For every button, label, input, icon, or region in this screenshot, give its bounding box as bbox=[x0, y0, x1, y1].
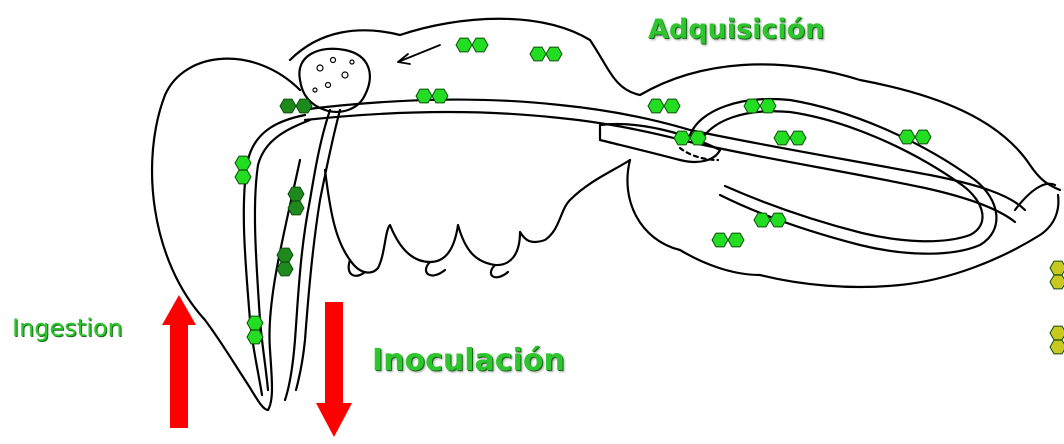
virus-particle bbox=[648, 99, 680, 113]
virus-particle bbox=[1050, 261, 1064, 289]
virus-particle bbox=[754, 213, 786, 227]
virus-particle bbox=[277, 248, 293, 276]
abdomen-outline-bottom bbox=[627, 160, 1058, 287]
inoculation-label: Inoculación bbox=[372, 343, 565, 378]
virus-particle bbox=[1050, 326, 1064, 354]
body-outline-bottom bbox=[325, 160, 630, 273]
inoculation-arrow bbox=[316, 302, 352, 437]
virus-particle bbox=[280, 99, 312, 113]
virus-particle bbox=[899, 130, 931, 144]
flow-arrow bbox=[398, 45, 440, 62]
ingestion-label: Ingestion bbox=[12, 314, 123, 342]
virus-particle bbox=[456, 38, 488, 52]
virus-particle bbox=[235, 156, 251, 184]
acquisition-label: Adquisición bbox=[648, 14, 824, 45]
food-canal bbox=[244, 115, 305, 395]
virus-particle bbox=[774, 131, 806, 145]
virus-particle bbox=[712, 233, 744, 247]
virus-particle bbox=[530, 47, 562, 61]
leg-stub bbox=[426, 262, 445, 275]
virus-particles bbox=[235, 38, 1064, 354]
leg-stub bbox=[491, 265, 508, 277]
ingestion-arrow bbox=[162, 295, 196, 428]
